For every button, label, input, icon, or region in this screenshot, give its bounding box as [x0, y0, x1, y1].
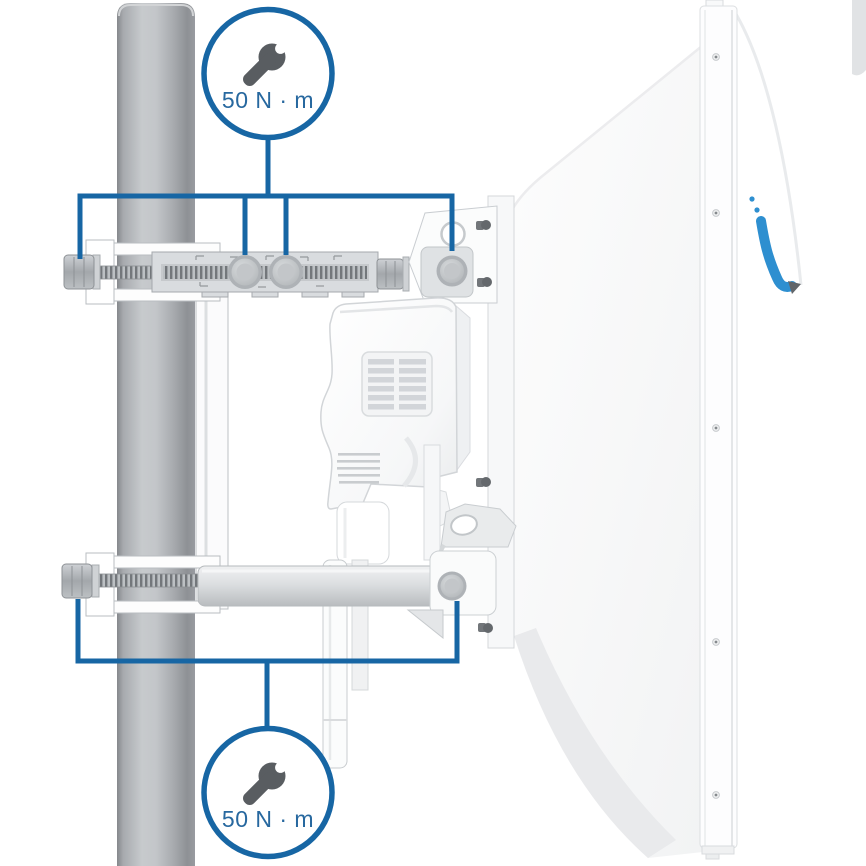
- grille-divider: [394, 356, 399, 413]
- callout-lines-top: [77, 138, 455, 259]
- logo-tip: [788, 281, 801, 294]
- dish-shell-edge: [734, 13, 803, 286]
- radio-top-ridge: [339, 304, 454, 314]
- dish-back-shell: [737, 0, 866, 866]
- dish-rim-rivets: [712, 53, 720, 799]
- upper-hex-nut: [376, 256, 410, 292]
- wrench-icon: [243, 32, 295, 86]
- upper-pivot-bolt: [436, 255, 468, 287]
- dish-antenna: [476, 0, 866, 866]
- dish-interior: [502, 46, 703, 858]
- dish-rim-foot-tab: [705, 853, 720, 860]
- torque-label-top: 50 N · m: [222, 87, 314, 113]
- mounting-pole: [117, 3, 195, 866]
- torque-callout-bottom: 50 N · m: [75, 599, 460, 860]
- pole-top-cap: [118, 4, 194, 17]
- mount-post: [195, 252, 229, 610]
- lower-pivot-bolt: [437, 571, 467, 601]
- radio-vent-grille: [361, 351, 433, 417]
- dish-shell-sliver: [852, 0, 866, 76]
- torque-callout-top: 50 N · m: [77, 6, 455, 259]
- torque-circle-top: [201, 6, 335, 141]
- upper-rod-bolt-head: [63, 254, 95, 290]
- upper-clamp-assembly: [63, 205, 498, 305]
- torque-label-bottom: 50 N · m: [222, 806, 314, 832]
- upper-channel-bar: [151, 251, 379, 298]
- channel-rod-threads: [163, 266, 367, 279]
- tilt-bracket: [423, 444, 517, 561]
- upper-arm-bracket: [408, 205, 498, 304]
- ubiquiti-logo: [749, 196, 801, 294]
- bracket-studs: [476, 220, 492, 287]
- dish-rim-foot: [701, 845, 735, 855]
- lower-threaded-rod: [96, 573, 201, 588]
- dish-interior-shading: [514, 628, 676, 858]
- callout-lines-bottom: [75, 599, 460, 727]
- channel-feet: [201, 291, 365, 298]
- tilt-plate: [423, 444, 441, 561]
- lower-rod-bolt-head: [61, 563, 93, 599]
- wrench-icon: [243, 751, 295, 805]
- lower-rod-washer: [91, 564, 100, 598]
- radio-vent-slots: [337, 453, 380, 484]
- lower-clamp-assembly: [61, 444, 517, 640]
- support-wedge: [406, 609, 444, 640]
- tilt-bracket-hole: [450, 514, 478, 536]
- radio-shadow-curve: [402, 436, 418, 488]
- upper-flange-nut-right: [269, 255, 303, 289]
- upper-flange-nut-left: [228, 255, 262, 289]
- torque-circle-bottom: [201, 725, 335, 860]
